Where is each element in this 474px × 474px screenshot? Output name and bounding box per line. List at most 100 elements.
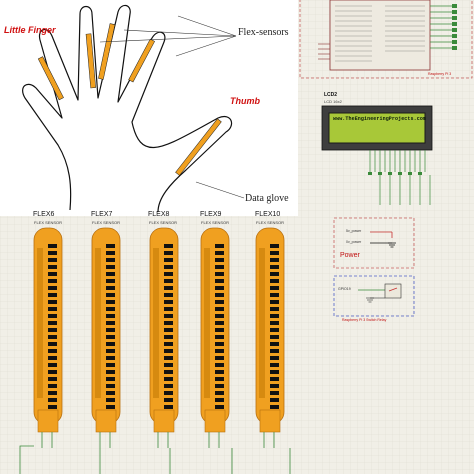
sensor-trace-segment bbox=[106, 370, 115, 374]
sensor-trace-segment bbox=[164, 293, 173, 297]
flex-sensor-tail bbox=[204, 409, 226, 433]
power-vcc-label: 5v_power bbox=[346, 229, 362, 233]
flex8-subtitle: FLEX SENSOR bbox=[149, 220, 178, 225]
sensor-trace-segment bbox=[215, 300, 224, 304]
sensor-trace-segment bbox=[270, 307, 279, 311]
sensor-trace-segment bbox=[215, 335, 224, 339]
flex-sensor-tail bbox=[95, 409, 117, 433]
sensor-trace-segment bbox=[164, 384, 173, 388]
sensor-trace-segment bbox=[215, 398, 224, 402]
sensor-watermark-strip bbox=[153, 248, 159, 398]
flex-sensor-flex7[interactable] bbox=[91, 227, 121, 448]
sensor-trace-segment bbox=[215, 258, 224, 262]
power-label: Power bbox=[340, 252, 360, 259]
sensor-watermark-strip bbox=[37, 248, 43, 398]
flex7-subtitle: FLEX SENSOR bbox=[92, 220, 121, 225]
lcd-display-text: www.TheEngineeringProjects.com bbox=[333, 116, 427, 122]
thumb-label: Thumb bbox=[230, 96, 260, 106]
sensor-trace-segment bbox=[48, 398, 57, 402]
sensor-trace-segment bbox=[48, 258, 57, 262]
sensor-trace-segment bbox=[270, 398, 279, 402]
rpi-pin-rows bbox=[335, 5, 425, 62]
sensor-trace-segment bbox=[106, 321, 115, 325]
sensor-trace-segment bbox=[215, 314, 224, 318]
power-block[interactable] bbox=[333, 217, 415, 269]
sensor-trace-segment bbox=[164, 391, 173, 395]
sensor-trace-segment bbox=[164, 307, 173, 311]
lcd-name: LCD2 bbox=[324, 92, 338, 98]
sensor-trace-segment bbox=[270, 377, 279, 381]
sensor-trace-segment bbox=[270, 349, 279, 353]
callout-lines bbox=[99, 15, 245, 199]
sensor-trace-segment bbox=[48, 335, 57, 339]
sensor-trace-segment bbox=[106, 377, 115, 381]
sensor-trace-segment bbox=[164, 356, 173, 360]
sensor-trace-segment bbox=[48, 321, 57, 325]
sensor-trace-segment bbox=[270, 272, 279, 276]
lcd-model: LCD 16x2 bbox=[324, 99, 342, 104]
sensor-trace-segment bbox=[215, 370, 224, 374]
sensor-trace-segment bbox=[164, 314, 173, 318]
sensor-trace-segment bbox=[164, 300, 173, 304]
relay-pin-label: GPIO19 bbox=[338, 287, 351, 291]
sensor-trace-segment bbox=[48, 384, 57, 388]
rpi-right-wires bbox=[430, 5, 455, 49]
sensor-trace-segment bbox=[48, 251, 57, 255]
rpi-right-pin-tips bbox=[452, 4, 457, 50]
sensor-trace-segment bbox=[48, 370, 57, 374]
sensor-trace-segment bbox=[164, 321, 173, 325]
sensor-trace-segment bbox=[164, 328, 173, 332]
relay-block[interactable] bbox=[333, 275, 415, 317]
sensor-trace-segment bbox=[48, 363, 57, 367]
sensor-trace-segment bbox=[106, 314, 115, 318]
sensor-trace-segment bbox=[106, 244, 115, 248]
sensor-trace-segment bbox=[270, 251, 279, 255]
hand-illustration bbox=[0, 0, 298, 216]
flex-sensor-flex8[interactable] bbox=[149, 227, 179, 448]
sensor-trace-segment bbox=[106, 405, 115, 409]
sensor-trace-segment bbox=[164, 265, 173, 269]
sensor-trace-segment bbox=[106, 300, 115, 304]
sensor-trace-segment bbox=[106, 384, 115, 388]
flex-sensor-flex9[interactable] bbox=[200, 227, 230, 448]
sensor-trace-segment bbox=[164, 272, 173, 276]
sensor-trace-segment bbox=[106, 349, 115, 353]
sensor-trace-segment bbox=[48, 300, 57, 304]
sensor-trace-segment bbox=[215, 251, 224, 255]
sensor-watermark-strip bbox=[259, 248, 265, 398]
sensor-trace-segment bbox=[270, 391, 279, 395]
sensor-trace-segment bbox=[106, 293, 115, 297]
flex-sensor-tail bbox=[259, 409, 281, 433]
sensor-trace-segment bbox=[48, 265, 57, 269]
sensor-trace-segment bbox=[215, 342, 224, 346]
flex6-name: FLEX6 bbox=[33, 211, 55, 218]
sensor-trace-segment bbox=[106, 251, 115, 255]
lcd-module[interactable] bbox=[321, 105, 433, 205]
sensor-trace-segment bbox=[270, 342, 279, 346]
flex-sensor-tail bbox=[153, 409, 175, 433]
sensor-trace-segment bbox=[270, 293, 279, 297]
sensor-trace-segment bbox=[270, 286, 279, 290]
sensor-trace-segment bbox=[164, 405, 173, 409]
sensor-trace-segment bbox=[215, 377, 224, 381]
flex10-subtitle: FLEX SENSOR bbox=[256, 220, 285, 225]
sensor-trace-segment bbox=[164, 363, 173, 367]
sensor-trace-segment bbox=[164, 286, 173, 290]
sensor-trace-segment bbox=[215, 384, 224, 388]
sensor-trace-segment bbox=[215, 265, 224, 269]
data-glove-label: Data glove bbox=[245, 193, 289, 204]
sensor-trace-segment bbox=[164, 244, 173, 248]
sensor-trace-segment bbox=[270, 356, 279, 360]
sensor-watermark-strip bbox=[204, 248, 210, 398]
sensor-trace-segment bbox=[48, 405, 57, 409]
sensor-trace-segment bbox=[48, 349, 57, 353]
lcd-pin-tips bbox=[368, 172, 422, 175]
rpi-module-caption: Raspberry Pi 3 bbox=[428, 72, 452, 76]
flex-sensor-flex10[interactable] bbox=[255, 227, 285, 448]
sensor-trace-segment bbox=[215, 307, 224, 311]
sensor-trace-segment bbox=[215, 356, 224, 360]
flex-sensor-flex6[interactable] bbox=[33, 227, 63, 448]
raspberry-pi-module[interactable] bbox=[299, 0, 473, 79]
sensor-trace-segment bbox=[48, 307, 57, 311]
sensor-trace-segment bbox=[106, 258, 115, 262]
